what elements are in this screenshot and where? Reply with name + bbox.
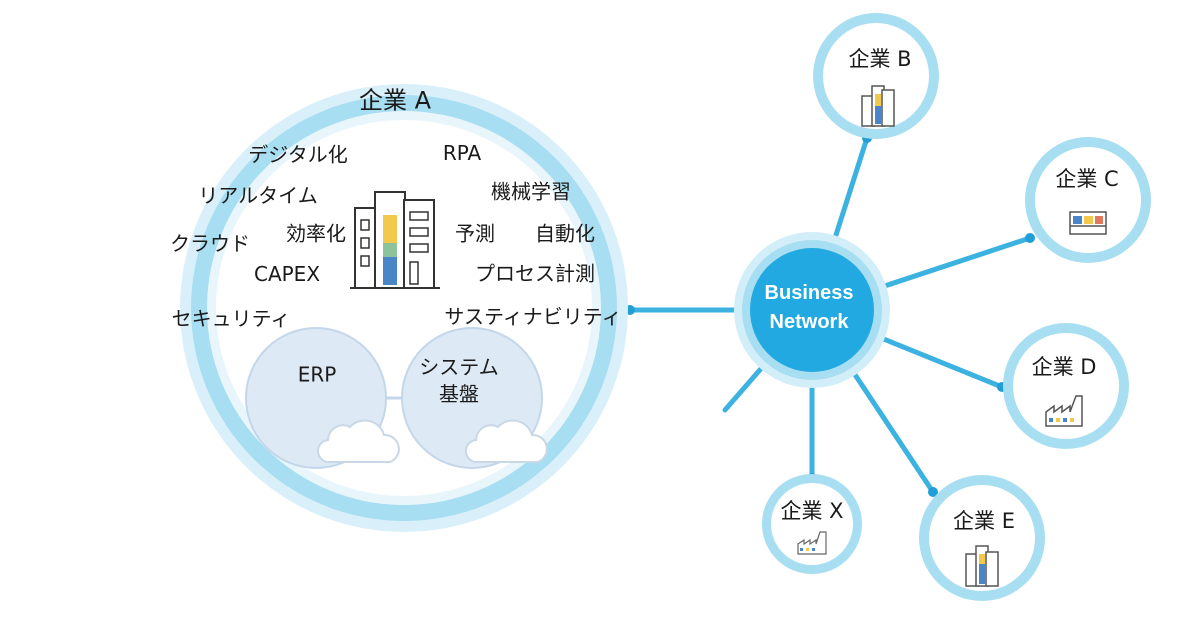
factory-icon <box>797 531 827 555</box>
node-c-circle <box>1025 137 1151 263</box>
connector-dot-c <box>1025 233 1035 243</box>
node-x-circle <box>762 474 862 574</box>
building-icon <box>861 85 895 127</box>
keyword-process: プロセス計測 <box>475 261 595 286</box>
business-network-hub <box>734 232 890 388</box>
keyword-capex: CAPEX <box>253 262 321 286</box>
node-b-label: 企業 B <box>848 47 912 71</box>
keyword-forecast: 予測 <box>455 221 495 246</box>
keyword-automation: 自動化 <box>535 221 595 246</box>
erp-label: ERP <box>297 362 337 387</box>
node-e-label: 企業 E <box>953 509 1015 533</box>
system-circles <box>245 327 548 469</box>
platform-label-line2: 基盤 <box>439 382 479 406</box>
node-d-circle <box>1003 323 1129 449</box>
cloud-icon <box>316 419 400 464</box>
cloud-icon <box>464 419 548 464</box>
keyword-sustainability: サスティナビリティ <box>444 304 622 329</box>
node-c-label: 企業 C <box>1055 167 1119 191</box>
connector-dot-e <box>928 487 938 497</box>
keyword-security: セキュリティ <box>171 306 291 331</box>
node-e-circle <box>919 475 1045 601</box>
platform-label: システム 基盤 <box>419 354 498 408</box>
building-icon <box>965 545 999 587</box>
keyword-rpa: RPA <box>442 141 482 165</box>
keyword-digital: デジタル化 <box>248 142 348 167</box>
node-d-label: 企業 D <box>1031 355 1097 379</box>
hub-label-line1: Business <box>764 282 854 304</box>
node-x-label: 企業 X <box>780 499 844 523</box>
keyword-realtime: リアルタイム <box>198 183 318 208</box>
building-icon <box>350 191 440 289</box>
node-b-circle <box>813 13 939 139</box>
shop-icon <box>1069 211 1107 235</box>
company-a-title: 企業 A <box>358 86 432 115</box>
platform-label-line1: システム <box>419 355 499 379</box>
factory-icon <box>1045 395 1083 427</box>
keyword-ml: 機械学習 <box>491 179 571 204</box>
hub-label: Business Network <box>765 279 854 337</box>
keyword-cloud: クラウド <box>170 231 250 256</box>
keyword-efficiency: 効率化 <box>286 221 346 246</box>
hub-label-line2: Network <box>769 311 849 333</box>
